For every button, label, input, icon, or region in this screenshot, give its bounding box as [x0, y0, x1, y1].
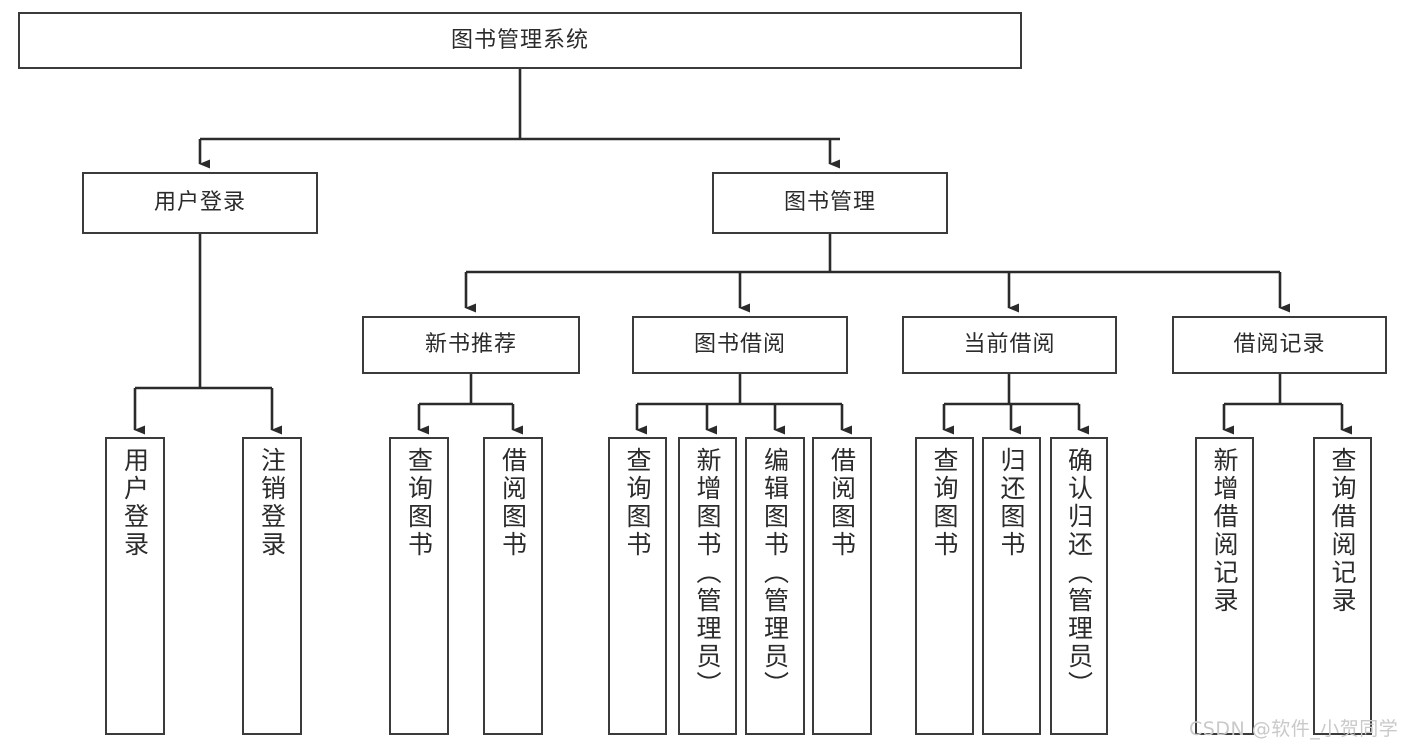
node-user-login[interactable]: 用户登录: [82, 172, 318, 234]
connectors-newbook-to-leaves: [417, 374, 523, 435]
leaf-user-login[interactable]: 用户登录: [105, 437, 165, 735]
leaf-borrow-book[interactable]: 借阅图书: [812, 437, 872, 735]
connectors-borrowrecord-to-leaves: [1222, 374, 1352, 435]
leaf-logout[interactable]: 注销登录: [242, 437, 302, 735]
leaf-query-borrow-record[interactable]: 查询借阅记录: [1313, 437, 1372, 735]
node-label: 用户登录: [153, 190, 246, 216]
node-label: 新书推荐: [424, 332, 517, 358]
node-current-borrow[interactable]: 当前借阅: [902, 316, 1117, 374]
leaf-borrow-book-recommend[interactable]: 借阅图书: [483, 437, 543, 735]
connectors-bookborrow-to-leaves: [635, 374, 852, 435]
connectors-bookmanage-to-level3: [464, 234, 1290, 313]
node-label: 借阅图书: [827, 447, 857, 559]
node-label: 编辑图书（管理员）: [760, 447, 790, 699]
node-book-borrow[interactable]: 图书借阅: [632, 316, 848, 374]
node-new-book-recommend[interactable]: 新书推荐: [362, 316, 580, 374]
node-label: 当前借阅: [963, 332, 1056, 358]
node-label: 注销登录: [257, 447, 287, 559]
node-label: 借阅记录: [1233, 332, 1326, 358]
node-label: 图书管理系统: [450, 27, 589, 53]
node-label: 图书管理: [783, 190, 876, 216]
node-label: 新增借阅记录: [1210, 447, 1239, 615]
leaf-confirm-return-admin[interactable]: 确认归还（管理员）: [1050, 437, 1108, 735]
node-label: 用户登录: [120, 447, 150, 559]
connectors-currentborrow-to-leaves: [942, 374, 1089, 435]
connectors-userlogin-to-leaves: [133, 234, 282, 435]
node-label: 查询图书: [930, 447, 959, 559]
leaf-query-book-recommend[interactable]: 查询图书: [389, 437, 449, 735]
node-label: 归还图书: [997, 447, 1026, 559]
leaf-add-borrow-record[interactable]: 新增借阅记录: [1195, 437, 1254, 735]
node-root-system[interactable]: 图书管理系统: [18, 12, 1022, 69]
node-label: 新增图书（管理员）: [693, 447, 722, 699]
connectors-root-to-level2: [198, 69, 840, 169]
node-label: 借阅图书: [498, 447, 528, 559]
leaf-return-book[interactable]: 归还图书: [982, 437, 1041, 735]
node-label: 图书借阅: [693, 332, 786, 358]
leaf-add-book-admin[interactable]: 新增图书（管理员）: [678, 437, 737, 735]
node-book-manage[interactable]: 图书管理: [712, 172, 948, 234]
leaf-query-book-current[interactable]: 查询图书: [915, 437, 974, 735]
node-label: 确认归还（管理员）: [1064, 447, 1094, 699]
node-label: 查询图书: [623, 447, 652, 559]
node-label: 查询图书: [404, 447, 434, 559]
node-label: 查询借阅记录: [1328, 447, 1357, 615]
leaf-query-book-borrow[interactable]: 查询图书: [608, 437, 667, 735]
leaf-edit-book-admin[interactable]: 编辑图书（管理员）: [745, 437, 805, 735]
node-borrow-record[interactable]: 借阅记录: [1172, 316, 1387, 374]
